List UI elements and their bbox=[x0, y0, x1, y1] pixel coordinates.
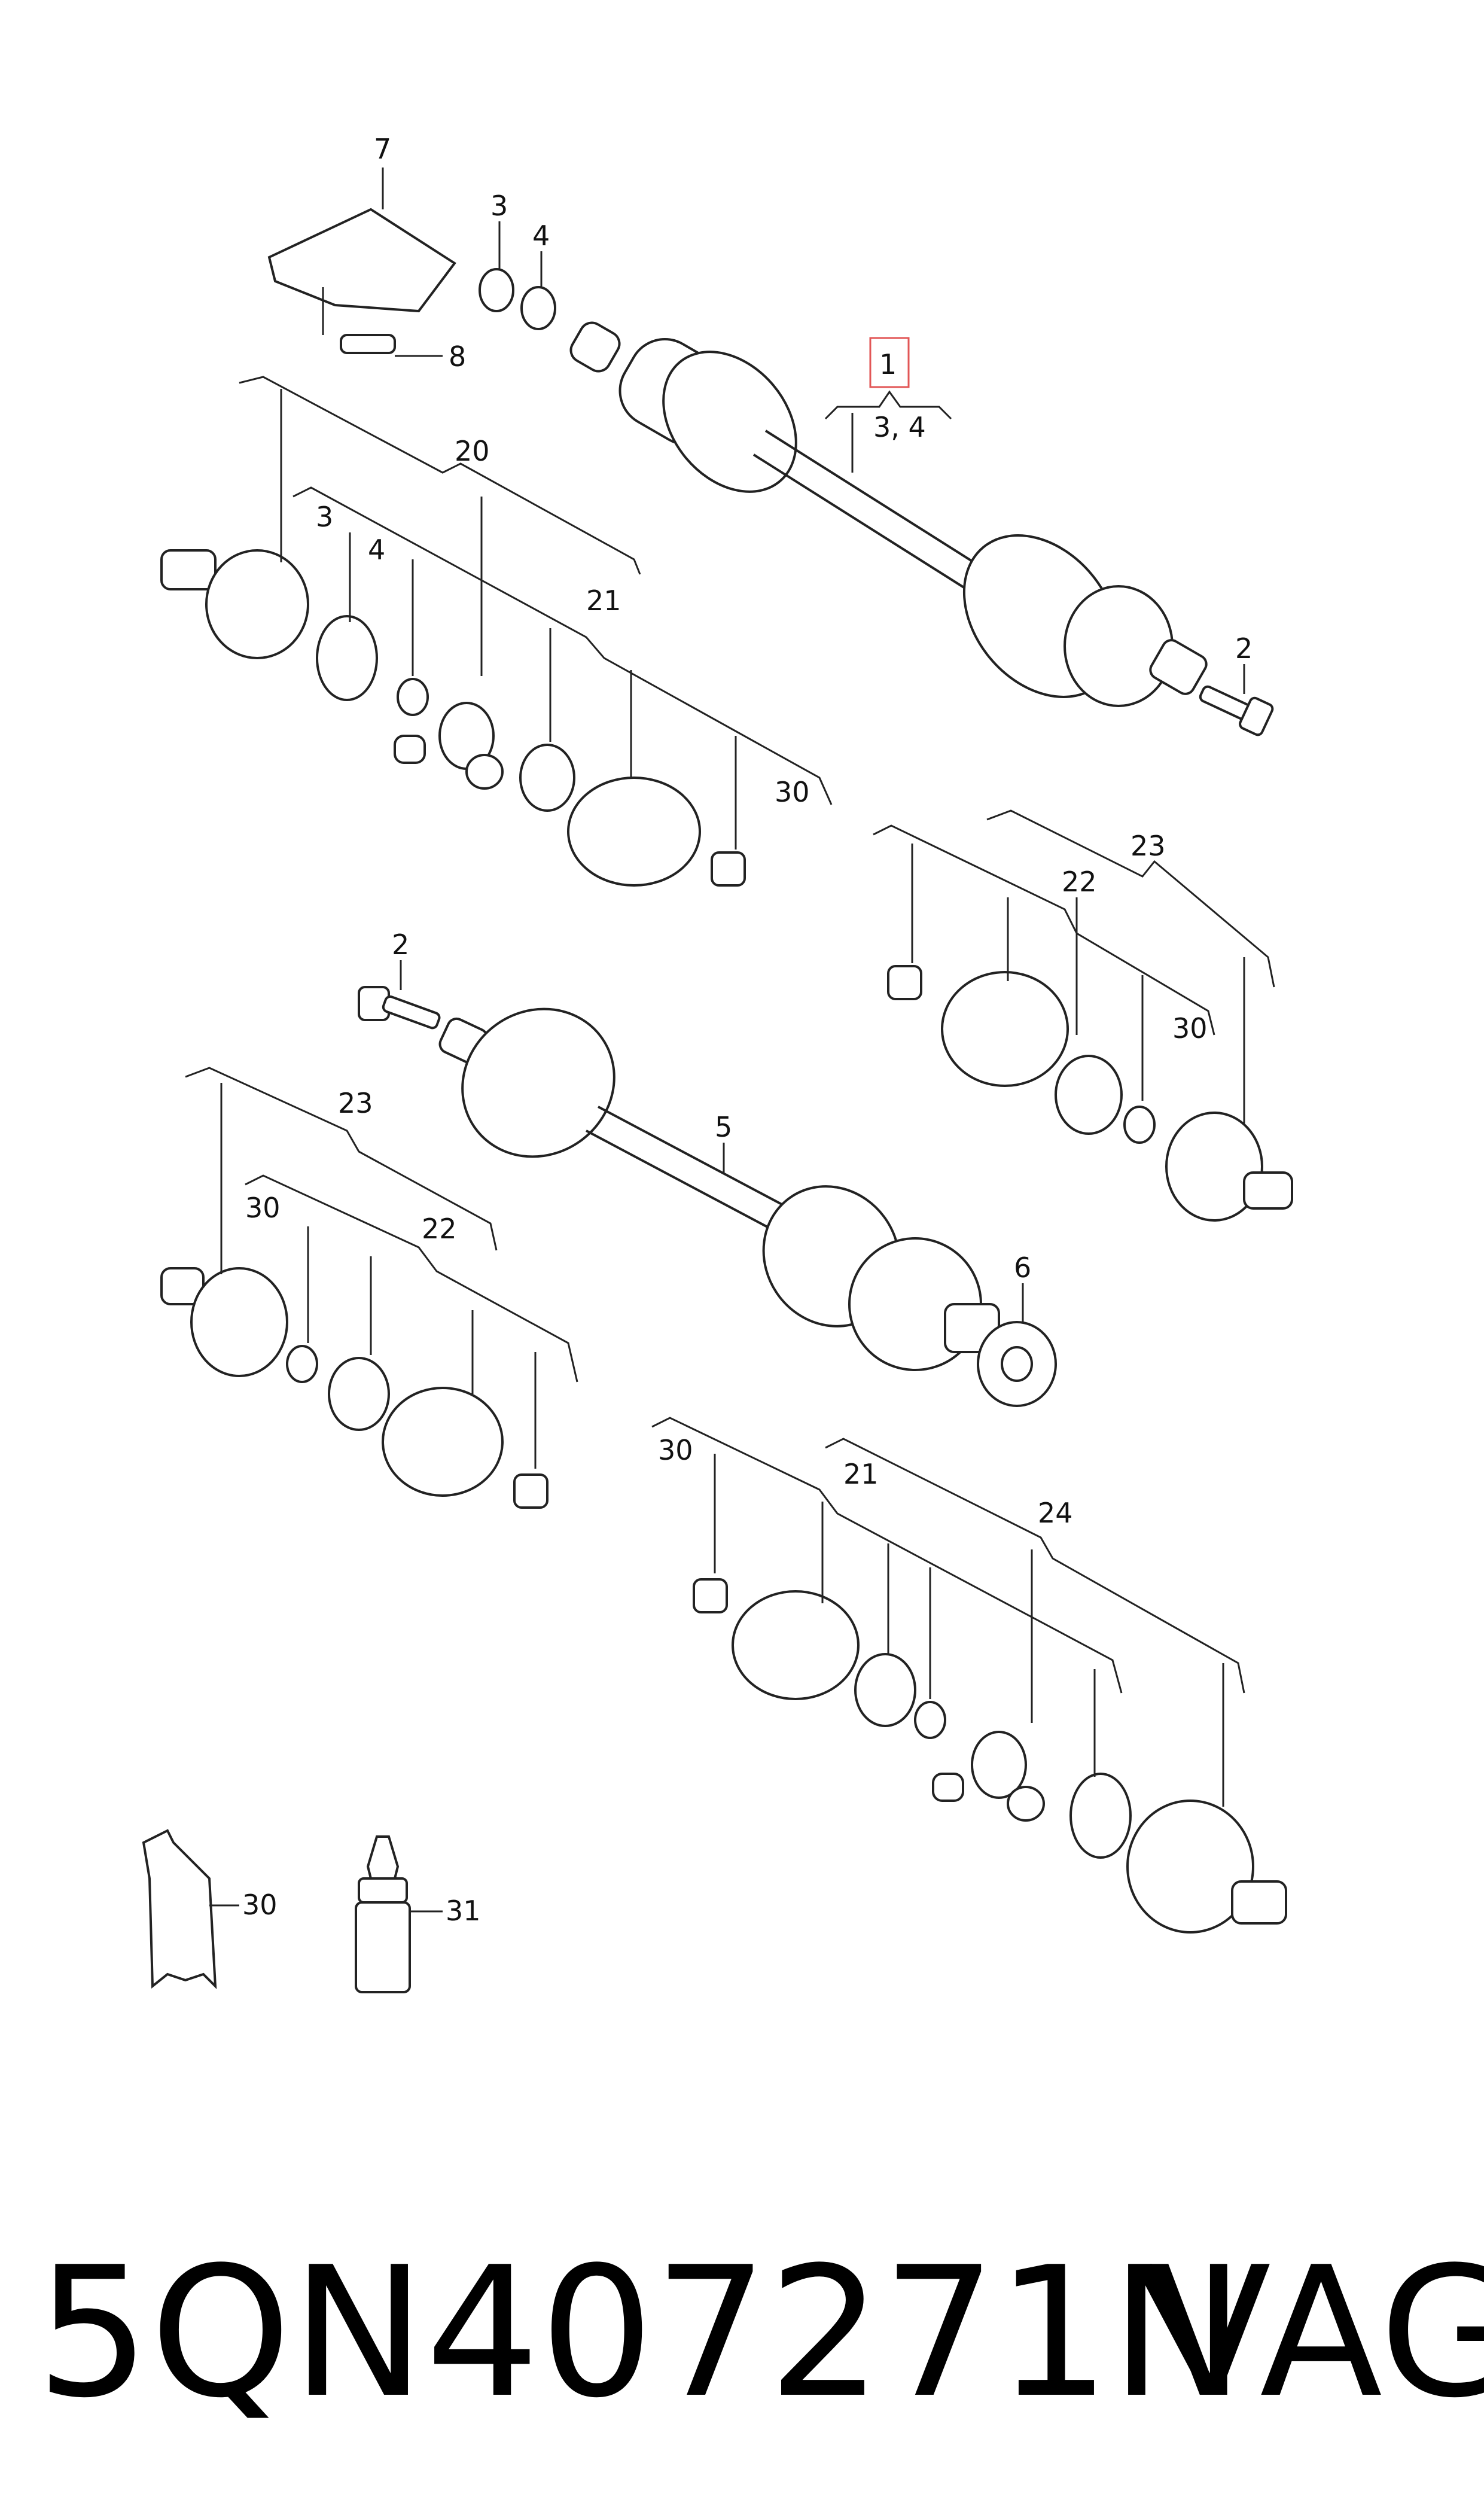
label-5: 5 bbox=[715, 1111, 732, 1143]
label-24: 24 bbox=[1038, 1497, 1073, 1529]
footer: 5QN407271N VAG bbox=[0, 2213, 1484, 2453]
label-3-top: 3 bbox=[490, 190, 508, 222]
inner-joint-kit-right bbox=[887, 844, 1293, 1222]
highlight-box bbox=[869, 337, 910, 388]
exploded-parts-diagram: 1 3, 4 2 7 8 3 4 20 bbox=[142, 133, 1293, 1993]
grease-tube-30 bbox=[142, 1829, 239, 1990]
bolt-2-mid bbox=[358, 960, 441, 1030]
label-2-top: 2 bbox=[1235, 632, 1253, 665]
label-22-right: 22 bbox=[1062, 866, 1097, 898]
label-1: 1 bbox=[879, 348, 897, 380]
label-31: 31 bbox=[446, 1895, 481, 1927]
label-1-sub: 3, 4 bbox=[873, 411, 926, 443]
label-30-grease: 30 bbox=[242, 1889, 278, 1921]
label-8: 8 bbox=[449, 340, 466, 373]
label-21-top: 21 bbox=[586, 584, 621, 617]
label-4-mid: 4 bbox=[368, 534, 385, 566]
label-30-top: 30 bbox=[775, 776, 810, 808]
outer-joint-20 bbox=[160, 389, 746, 887]
label-30-right: 30 bbox=[1172, 1012, 1208, 1045]
bolt-2-top bbox=[1199, 664, 1274, 736]
joint-kit-bottom bbox=[693, 1454, 1287, 1934]
ring-4-top bbox=[520, 286, 556, 330]
brand-name: VAG bbox=[1148, 2228, 1484, 2437]
label-2-mid: 2 bbox=[392, 928, 409, 961]
label-4-top: 4 bbox=[532, 220, 550, 252]
ring-6 bbox=[977, 1283, 1057, 1407]
part-number: 5QN407271N bbox=[36, 2228, 1245, 2437]
label-3-mid: 3 bbox=[316, 501, 333, 533]
label-23-left: 23 bbox=[338, 1087, 373, 1119]
label-20: 20 bbox=[455, 435, 490, 467]
label-22-left: 22 bbox=[422, 1213, 457, 1245]
drive-shaft-5 bbox=[438, 1007, 1000, 1371]
bolt-8 bbox=[322, 287, 443, 357]
label-6: 6 bbox=[1014, 1252, 1031, 1284]
drive-shaft-upper bbox=[569, 321, 1208, 707]
label-7: 7 bbox=[374, 133, 391, 165]
inner-joint-kit-left bbox=[160, 1083, 548, 1509]
circlip-3-top bbox=[479, 268, 514, 312]
label-21-bottom: 21 bbox=[843, 1458, 879, 1490]
bottle-31 bbox=[355, 1835, 443, 1993]
label-30-bottom: 30 bbox=[658, 1434, 693, 1466]
label-30-left: 30 bbox=[245, 1192, 281, 1224]
label-23-right: 23 bbox=[1130, 830, 1166, 862]
heat-shield-7 bbox=[267, 168, 456, 313]
